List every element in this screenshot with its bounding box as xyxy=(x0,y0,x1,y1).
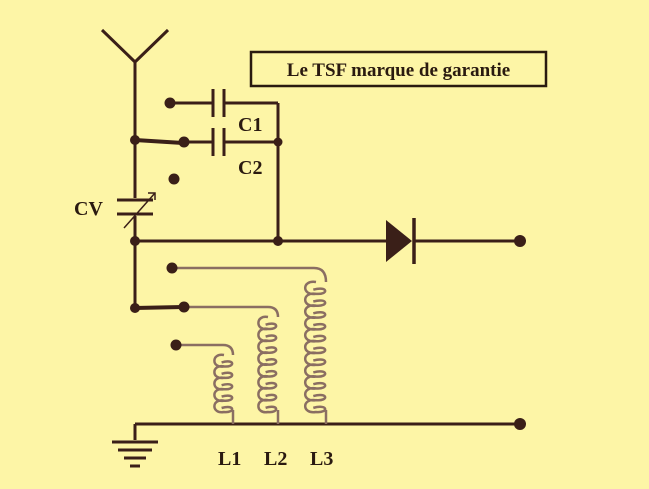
junction-detector-left xyxy=(130,236,140,246)
capacitor-c2 xyxy=(183,128,278,156)
label-l3: L3 xyxy=(310,448,333,470)
ground-line xyxy=(133,422,520,440)
label-l1: L1 xyxy=(218,448,241,470)
coil-l2 xyxy=(183,305,280,424)
label-cv: CV xyxy=(74,198,103,220)
junction-capacitors xyxy=(273,137,283,147)
capacitor-selector-switch xyxy=(134,138,184,145)
capacitor-c1 xyxy=(170,89,280,241)
coil-l1 xyxy=(176,343,235,424)
diode-icon xyxy=(386,218,416,264)
coil-l3 xyxy=(172,266,328,424)
output-terminal-bottom xyxy=(514,418,526,430)
ground-icon xyxy=(112,440,158,468)
variable-capacitor-cv xyxy=(117,192,156,229)
terminal-c1-contact xyxy=(164,97,176,109)
terminal-l3-contact xyxy=(166,262,178,274)
terminal-l2-contact xyxy=(178,301,190,313)
diagram-title: Le TSF marque de garantie xyxy=(287,60,510,81)
antenna-icon xyxy=(100,28,170,140)
title-box: Le TSF marque de garantie xyxy=(249,50,548,88)
terminal-direct-contact xyxy=(168,173,180,185)
output-terminal-top xyxy=(514,235,526,247)
terminal-l1-contact xyxy=(170,339,182,351)
junction-antenna xyxy=(130,135,140,145)
label-c2: C2 xyxy=(238,157,262,179)
label-c1: C1 xyxy=(238,114,262,136)
terminals xyxy=(130,97,526,430)
label-l2: L2 xyxy=(264,448,287,470)
terminal-c2-contact xyxy=(178,136,190,148)
junction-detector-right xyxy=(273,236,283,246)
coil-selector-switch xyxy=(134,305,184,310)
junction-coil-switch xyxy=(130,303,140,313)
